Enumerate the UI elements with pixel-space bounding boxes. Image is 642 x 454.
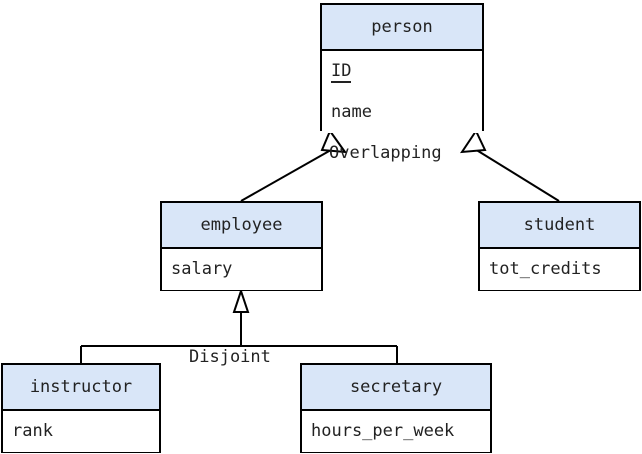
entity-secretary-title: secretary (302, 365, 490, 411)
edge-disjoint-to-employee (80, 287, 398, 363)
entity-person-attribute-id: ID (322, 51, 482, 92)
entity-student-attribute-tot-credits: tot_credits (480, 249, 639, 290)
entity-employee[interactable]: employee salary (160, 201, 323, 291)
entity-employee-attribute-salary: salary (162, 249, 321, 290)
entity-instructor-title: instructor (3, 365, 159, 411)
edge-student-to-person (460, 128, 560, 202)
entity-person-title: person (322, 5, 482, 51)
entity-person[interactable]: person ID name (320, 3, 484, 133)
entity-secretary-attribute-hours-per-week: hours_per_week (302, 411, 490, 452)
generalization-label-disjoint: Disjoint (189, 347, 271, 367)
entity-instructor[interactable]: instructor rank (1, 363, 161, 453)
attribute-label: ID (331, 61, 352, 83)
entity-secretary[interactable]: secretary hours_per_week (300, 363, 492, 453)
entity-employee-title: employee (162, 203, 321, 249)
entity-student[interactable]: student tot_credits (478, 201, 641, 291)
edge-employee-to-person (240, 128, 348, 202)
entity-student-title: student (480, 203, 639, 249)
entity-instructor-attribute-rank: rank (3, 411, 159, 452)
entity-person-attribute-name: name (322, 92, 482, 133)
generalization-label-overlapping: Overlapping (329, 143, 442, 163)
